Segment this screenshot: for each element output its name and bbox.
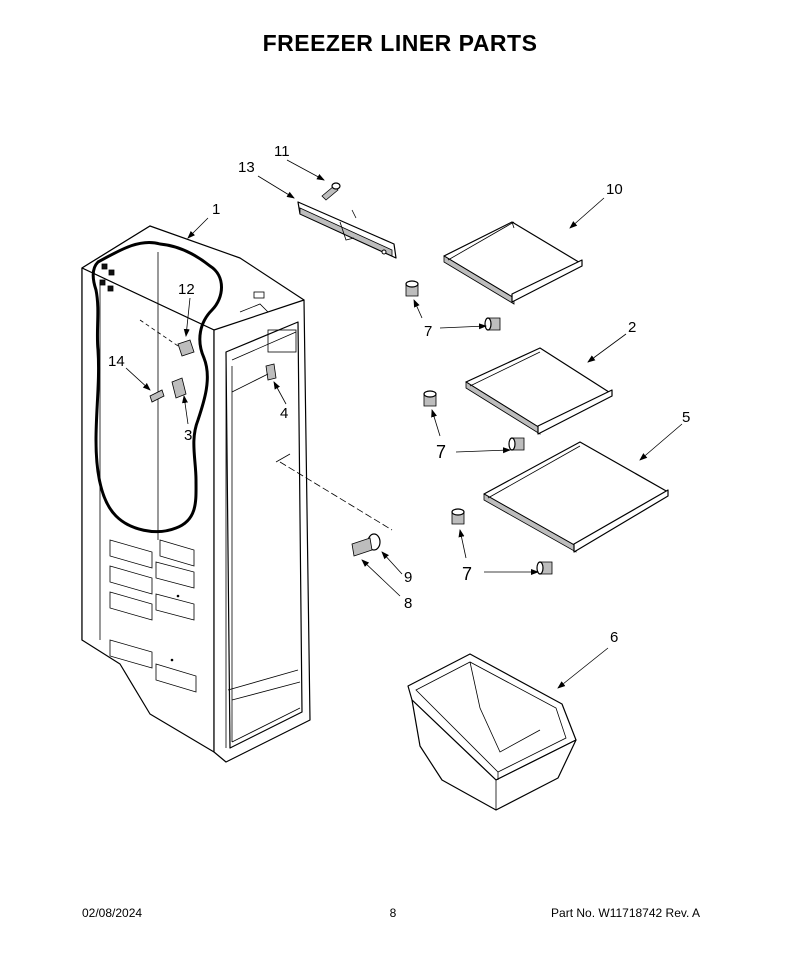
small-parts — [139, 319, 393, 557]
callout-3: 3 — [184, 427, 192, 444]
screw — [321, 182, 341, 201]
shelf-5 — [483, 441, 669, 553]
callout-5: 5 — [682, 409, 690, 426]
callout-6: 6 — [610, 629, 618, 646]
callout-8: 8 — [404, 595, 412, 612]
footer-date: 02/08/2024 — [82, 906, 143, 920]
callout-1: 1 — [212, 201, 220, 218]
callout-13: 13 — [238, 159, 255, 176]
callout-4: 4 — [280, 405, 288, 422]
callout-14: 14 — [108, 353, 125, 370]
callout-7-top: 7 — [424, 323, 432, 340]
leader-lines — [125, 159, 683, 689]
shelf-10 — [443, 221, 583, 305]
callout-7-bottom: 7 — [462, 564, 472, 584]
freezer-liner — [81, 225, 311, 763]
page-title: FREEZER LINER PARTS — [262, 30, 538, 56]
shelf-2 — [465, 347, 613, 435]
callout-7-middle: 7 — [436, 442, 446, 462]
callout-9: 9 — [404, 569, 412, 586]
callout-2: 2 — [628, 319, 636, 336]
callout-11: 11 — [274, 143, 290, 160]
footer-page-number: 8 — [389, 906, 397, 920]
callout-10: 10 — [606, 181, 623, 198]
shelf-rail — [297, 201, 397, 259]
callout-12: 12 — [178, 281, 195, 298]
freezer-bin — [407, 653, 577, 811]
footer-part-number: Part No. W11718742 Rev. A — [551, 906, 700, 920]
